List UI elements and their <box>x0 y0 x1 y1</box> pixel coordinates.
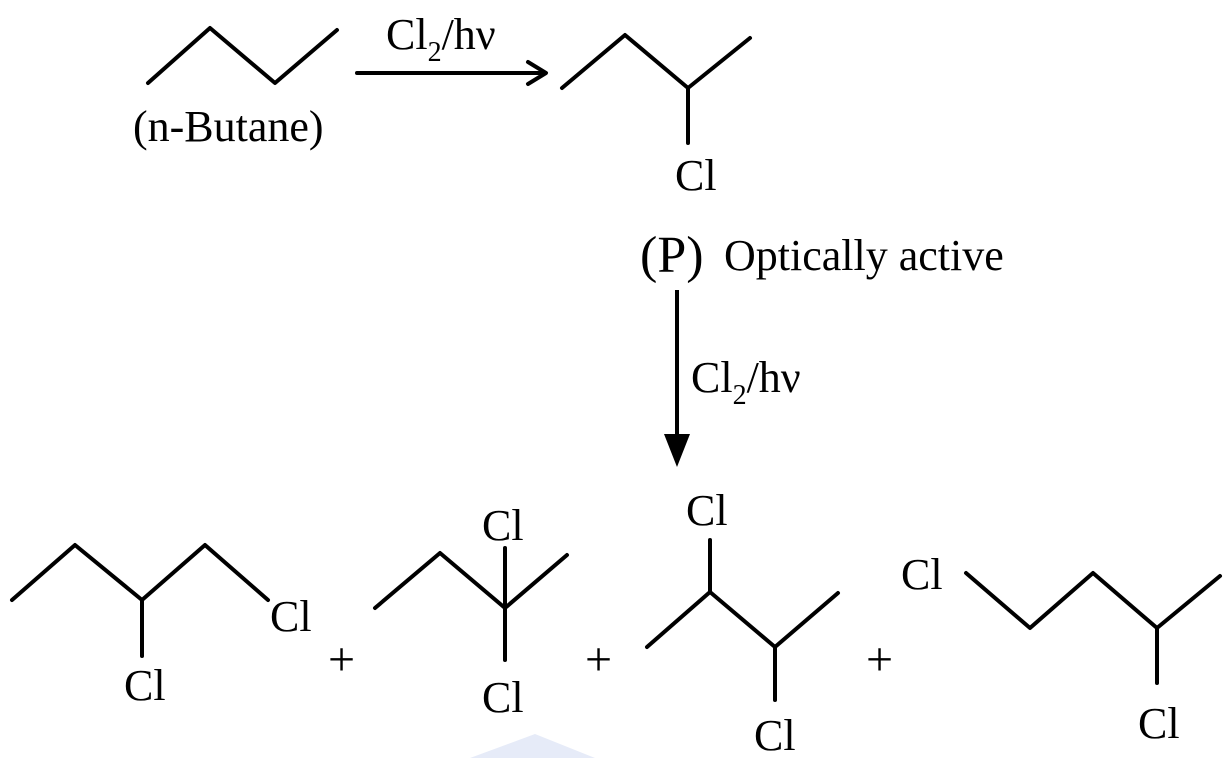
product-4-cl-mid: Cl <box>1138 699 1180 748</box>
step2-arrow: Cl2/hν <box>664 290 801 467</box>
product-p-structure: Cl (P) Optically active <box>560 33 1004 284</box>
product-1-cl-end: Cl <box>270 592 312 641</box>
n-butane-label: (n-Butane) <box>133 102 324 151</box>
step2-arrow-head <box>664 434 690 467</box>
product-3-chain <box>645 590 840 649</box>
product-1-chain <box>10 543 270 602</box>
product-3-cl-bottom: Cl <box>754 711 796 758</box>
product-p-cl: Cl <box>675 151 717 200</box>
step1-arrow: Cl2/hν <box>355 10 548 86</box>
product-p-chain <box>560 33 752 90</box>
product-p-desc: Optically active <box>724 231 1004 280</box>
n-butane-structure: (n-Butane) <box>133 26 339 151</box>
product-3-cl-top: Cl <box>686 486 728 535</box>
product-2-chain <box>373 551 569 610</box>
plus-sign-2: + <box>585 633 612 686</box>
step2-reagent-label: Cl2/hν <box>691 353 801 411</box>
step1-arrow-head <box>526 60 548 86</box>
product-p-tag: (P) <box>640 227 704 284</box>
n-butane-bonds <box>146 26 339 85</box>
product-2-cl-bottom: Cl <box>482 673 524 722</box>
product-4-structure: Cl Cl <box>901 550 1222 748</box>
product-1-structure: Cl Cl <box>10 543 312 710</box>
watermark-shape <box>470 734 595 758</box>
step1-reagent-label: Cl2/hν <box>386 10 496 68</box>
plus-sign-1: + <box>328 633 355 686</box>
product-3-structure: Cl Cl <box>645 486 840 758</box>
plus-sign-3: + <box>866 633 893 686</box>
product-2-structure: Cl Cl <box>373 501 569 722</box>
product-4-cl-end: Cl <box>901 550 943 599</box>
product-4-chain <box>964 571 1222 630</box>
product-2-cl-top: Cl <box>482 501 524 550</box>
product-1-cl-mid: Cl <box>124 661 166 710</box>
